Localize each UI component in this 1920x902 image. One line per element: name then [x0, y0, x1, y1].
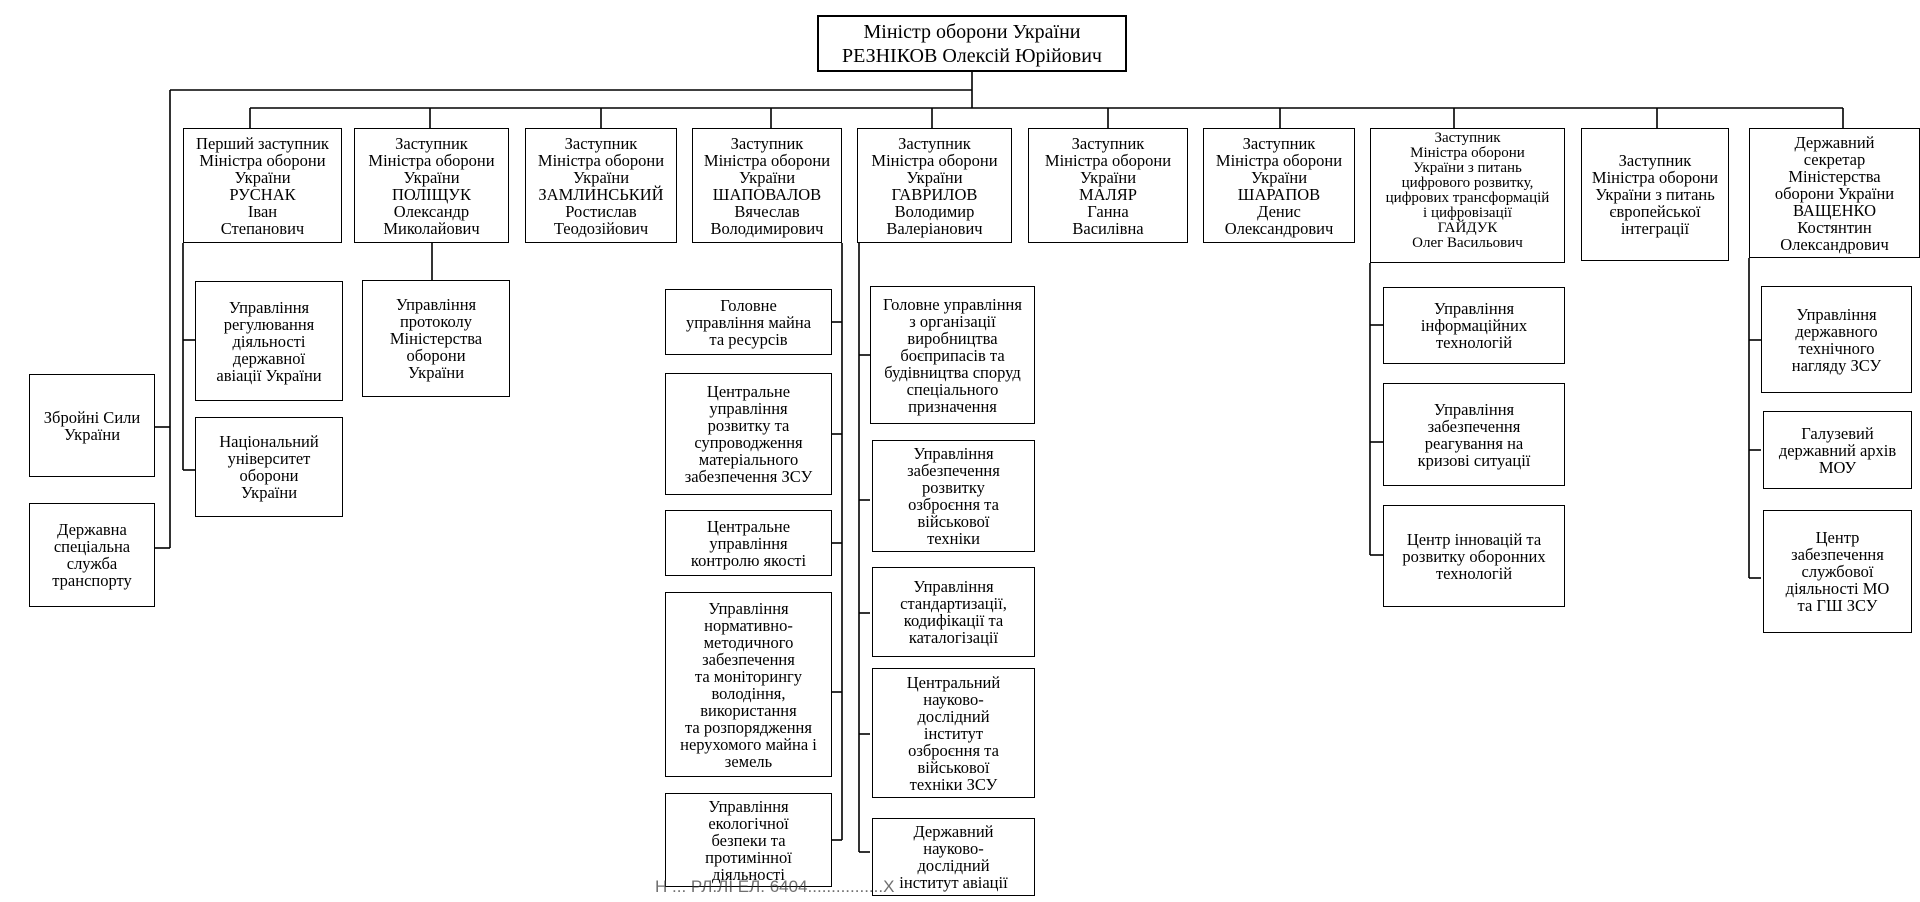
- deputy-havrylov-box: Заступник Міністра оборони України ГАВРИ…: [857, 128, 1012, 243]
- armed-forces-box: Збройні Сили України: [29, 374, 155, 477]
- footer-text: Н ... РЛ.ЛІ ЕЛ. 6404................Х: [655, 878, 895, 896]
- ruschak-unit-aviation-regulation: Управління регулювання діяльності держав…: [195, 281, 343, 401]
- deputy-euro-box: Заступник Міністра оборони України з пит…: [1581, 128, 1729, 261]
- vashchenko-unit-service-support-center: Центр забезпечення службової діяльності …: [1763, 510, 1912, 633]
- haiduk-unit-it: Управління інформаційних технологій: [1383, 287, 1565, 364]
- deputy-sharapov-box: Заступник Міністра оборони України ШАРАП…: [1203, 128, 1355, 243]
- vashchenko-unit-state-archive: Галузевий державний архів МОУ: [1763, 411, 1912, 489]
- deputy-maliar-box: Заступник Міністра оборони України МАЛЯР…: [1028, 128, 1188, 243]
- deputy-haiduk-box: Заступник Міністра оборони України з пит…: [1370, 128, 1565, 263]
- transport-service-box: Державна спеціальна служба транспорту: [29, 503, 155, 607]
- deputy-zamlynskyi-box: Заступник Міністра оборони України ЗАМЛИ…: [525, 128, 677, 243]
- shapovalov-unit-ecological-safety: Управління екологічної безпеки та протим…: [665, 793, 832, 887]
- shapovalov-unit-property-resources: Головне управління майна та ресурсів: [665, 289, 832, 355]
- haiduk-unit-innovation-center: Центр інновацій та розвитку оборонних те…: [1383, 505, 1565, 607]
- havrylov-unit-weapons-development: Управління забезпечення розвитку озброєн…: [872, 440, 1035, 552]
- shapovalov-unit-real-estate: Управління нормативно- методичного забез…: [665, 592, 832, 777]
- deputy-shapovalov-box: Заступник Міністра оборони України ШАПОВ…: [692, 128, 842, 243]
- havrylov-unit-central-research-institute: Центральний науково- дослідний інститут …: [872, 668, 1035, 798]
- deputy-polishchuk-box: Заступник Міністра оборони України ПОЛІЩ…: [354, 128, 509, 243]
- vashchenko-unit-technical-supervision: Управління державного технічного нагляду…: [1761, 286, 1912, 393]
- state-secretary-vashchenko-box: Державний секретар Міністерства оборони …: [1749, 128, 1920, 258]
- shapovalov-unit-material-support: Центральне управління розвитку та супров…: [665, 373, 832, 495]
- minister-box: Міністр оборони України РЕЗНІКОВ Олексій…: [817, 15, 1127, 72]
- shapovalov-unit-quality-control: Центральне управління контролю якості: [665, 510, 832, 576]
- havrylov-unit-standardization: Управління стандартизації, кодифікації т…: [872, 567, 1035, 657]
- deputy-ruschak-box: Перший заступник Міністра оборони Україн…: [183, 128, 342, 243]
- ruschak-unit-defense-university: Національний університет оборони України: [195, 417, 343, 517]
- haiduk-unit-crisis-response: Управління забезпечення реагування на кр…: [1383, 383, 1565, 486]
- polishchuk-unit-protocol: Управління протоколу Міністерства оборон…: [362, 280, 510, 397]
- havrylov-unit-aviation-research-institute: Державний науково- дослідний інститут ав…: [872, 818, 1035, 896]
- havrylov-unit-ammunition-production: Головне управління з організації виробни…: [870, 286, 1035, 424]
